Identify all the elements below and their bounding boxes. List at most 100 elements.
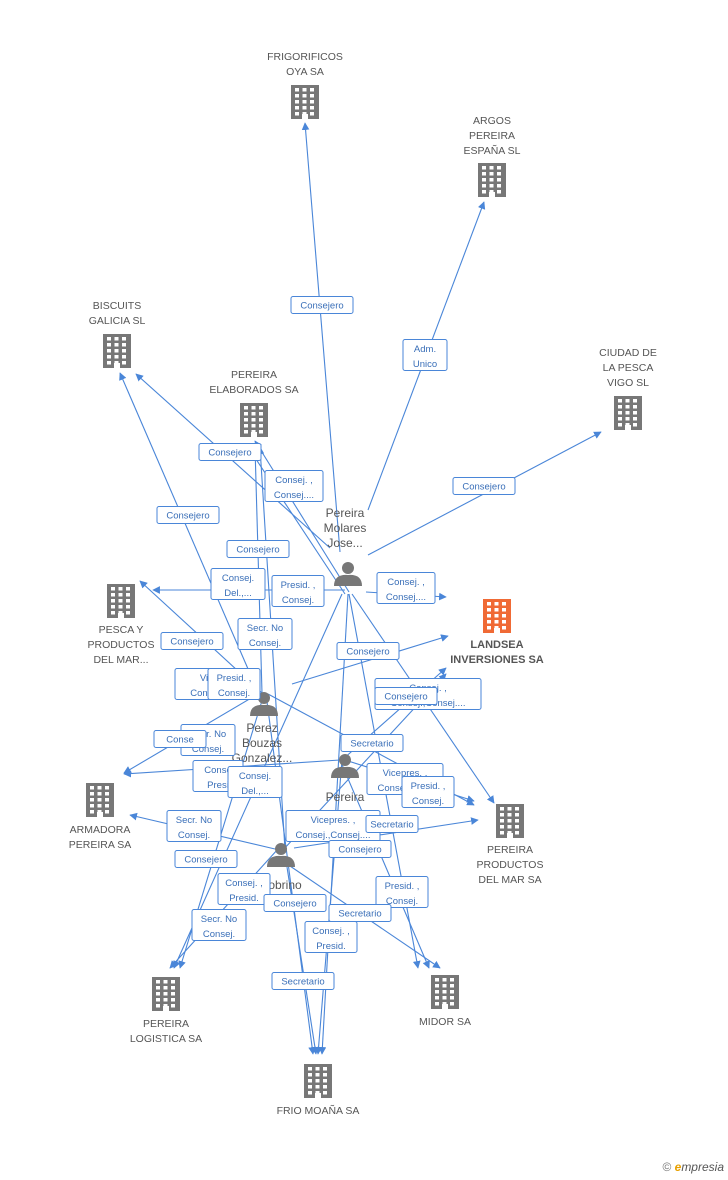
relation-label[interactable]: Presid. ,Consej. (207, 668, 261, 700)
company-label: PESCA Y (99, 624, 144, 636)
relation-label[interactable]: Consej. ,Consej.... (376, 572, 436, 604)
company-label: INVERSIONES SA (450, 654, 544, 666)
relation-label[interactable]: Secretario (340, 734, 404, 752)
relation-label[interactable]: Consejero (198, 443, 262, 461)
building-icon[interactable] (483, 599, 511, 633)
company-node-biscuits[interactable]: BISCUITS GALICIA SL (89, 300, 146, 368)
relation-label-text: Consejero (300, 301, 343, 312)
relation-edge-19 (119, 372, 259, 693)
relation-label-text: Conse (204, 765, 231, 776)
building-icon[interactable] (304, 1064, 332, 1098)
company-node-midor[interactable]: MIDOR SA (419, 975, 471, 1028)
company-label: PEREIRA (469, 130, 515, 142)
person-label: Jose... (327, 536, 362, 550)
relation-label[interactable]: Consejero (336, 642, 400, 660)
relation-label-text: Conse (166, 735, 193, 746)
relation-label-text: Del.,... (241, 786, 268, 797)
relation-label-text: Consejero (384, 692, 427, 703)
company-label: PEREIRA (487, 844, 533, 856)
company-label: MIDOR SA (419, 1016, 471, 1028)
relation-label[interactable]: Consejero (290, 296, 354, 314)
relation-label[interactable]: Presid. ,Consej. (271, 575, 325, 607)
relation-label[interactable]: Consej. ,Presid. (217, 873, 271, 905)
brand-logo[interactable]: empresia (674, 1160, 724, 1174)
building-icon[interactable] (86, 783, 114, 817)
relation-label-text: Consej.,Consej.... (296, 830, 371, 841)
building-icon[interactable] (107, 584, 135, 618)
company-label: DEL MAR SA (478, 874, 541, 886)
relation-label[interactable]: Consejero (160, 632, 224, 650)
relation-label[interactable]: Consejero (328, 840, 392, 858)
company-label: LA PESCA (603, 362, 654, 374)
relation-label-text: Consej. (218, 688, 250, 699)
relation-label[interactable]: Secretario (365, 815, 419, 833)
person-icon (331, 754, 359, 778)
building-icon[interactable] (614, 396, 642, 430)
relation-label-text: Secr. No (176, 815, 212, 826)
relation-label[interactable]: Consejero (374, 687, 438, 705)
relation-label[interactable]: Conse (153, 730, 207, 748)
building-icon[interactable] (291, 85, 319, 119)
relation-label-text: Consej.... (386, 592, 426, 603)
building-icon[interactable] (496, 804, 524, 838)
relation-label[interactable]: Consejero (263, 894, 327, 912)
relation-label-text: Consej. (386, 896, 418, 907)
relation-label-text: Consejero (273, 899, 316, 910)
relation-label[interactable]: Consejero (174, 850, 238, 868)
relation-label[interactable]: Consej. Del.,... (227, 766, 283, 798)
relation-label-text: Consejero (236, 545, 279, 556)
edge-labels-layer: ConsejeroAdm.UnicoConsejeroConsejeroCons… (153, 296, 516, 990)
company-label: CIUDAD DE (599, 347, 657, 359)
relation-label-text: Secretario (338, 909, 381, 920)
person-node-p-pereira[interactable]: Pereira (326, 754, 365, 804)
relation-label[interactable]: Consej. ,Consej.... (264, 470, 324, 502)
relation-label[interactable]: Consej. ,Presid. (304, 921, 358, 953)
person-icon (267, 843, 295, 867)
relation-label[interactable]: Consejero (452, 477, 516, 495)
company-label: BISCUITS (93, 300, 141, 312)
relation-label[interactable]: Secretario (271, 972, 335, 990)
person-icon (334, 562, 362, 586)
building-icon[interactable] (103, 334, 131, 368)
building-icon[interactable] (478, 163, 506, 197)
relation-label[interactable]: Secretario (328, 904, 392, 922)
relation-label-text: Consejero (166, 511, 209, 522)
person-label: Molares (324, 521, 367, 535)
relation-label[interactable]: Consej.Del.,... (210, 568, 266, 600)
relation-label[interactable]: Consejero (226, 540, 290, 558)
person-icon (250, 692, 278, 716)
building-icon[interactable] (240, 403, 268, 437)
relation-label[interactable]: Presid. ,Consej. (375, 876, 429, 908)
person-node-p-molares[interactable]: PereiraMolaresJose... (324, 506, 367, 586)
building-icon[interactable] (431, 975, 459, 1009)
relation-label-text: Secr. No (247, 623, 283, 634)
relation-label-text: Consejero (170, 637, 213, 648)
relation-label[interactable]: Adm.Unico (402, 339, 448, 371)
relation-label-text: Consej. (239, 771, 271, 782)
company-node-frio-moana[interactable]: FRIO MOAÑA SA (277, 1064, 360, 1117)
company-label: GALICIA SL (89, 315, 146, 327)
relation-label[interactable]: Presid. ,Consej. (401, 776, 455, 808)
person-node-p-bouzas[interactable]: PerezBouzasGonzalez... (232, 692, 293, 765)
relation-label[interactable]: Consejero (156, 506, 220, 524)
relation-edge-17 (265, 693, 316, 1055)
relation-edge-25 (293, 817, 479, 849)
relation-label-text: Consej. , (225, 878, 263, 889)
relation-label-text: Adm. (414, 344, 436, 355)
person-label: Pereira (326, 506, 365, 520)
relation-label-text: Vicepres. , (311, 815, 356, 826)
building-icon[interactable] (152, 977, 180, 1011)
